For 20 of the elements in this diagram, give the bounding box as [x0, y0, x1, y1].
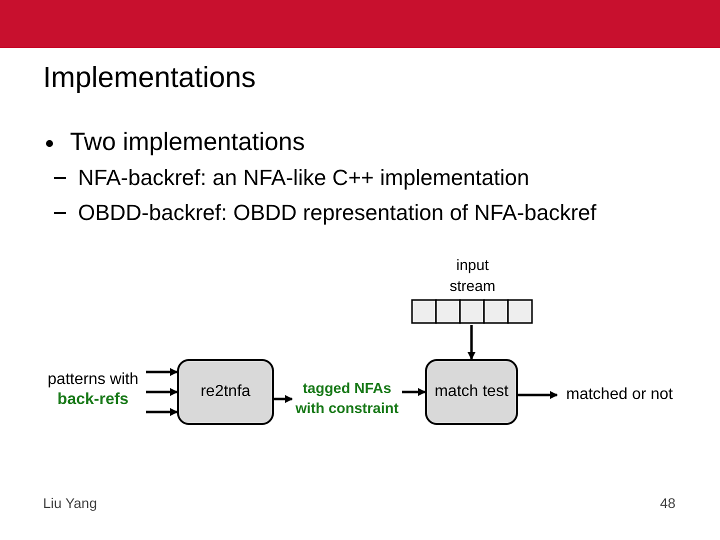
bullet-text: Two implementations: [70, 128, 305, 156]
sub-bullet-text: NFA-backref: an NFA-like C++ implementation: [78, 165, 530, 190]
arrow: [146, 408, 178, 416]
sub-bullet-text: OBDD-backref: OBDD representation of NFA-backref: [78, 200, 596, 225]
arrow: [146, 368, 178, 376]
arrow: [274, 395, 293, 403]
node-label: matched or not: [565, 385, 674, 405]
page-number: 48: [660, 495, 676, 511]
node-label: back-refs: [56, 390, 130, 410]
arrow: [402, 388, 426, 396]
arrow: [468, 325, 476, 360]
arrow: [518, 391, 558, 399]
arrow: [146, 388, 178, 396]
node-label: patterns with: [46, 370, 140, 390]
footer-author: Liu Yang: [43, 495, 97, 511]
process-box: re2tnfa: [177, 359, 274, 425]
node-label: tagged NFAs with constraint: [294, 380, 400, 419]
process-box: match test: [425, 359, 518, 425]
node-label: input stream: [448, 256, 496, 297]
slide-title: Implementations: [43, 62, 256, 95]
